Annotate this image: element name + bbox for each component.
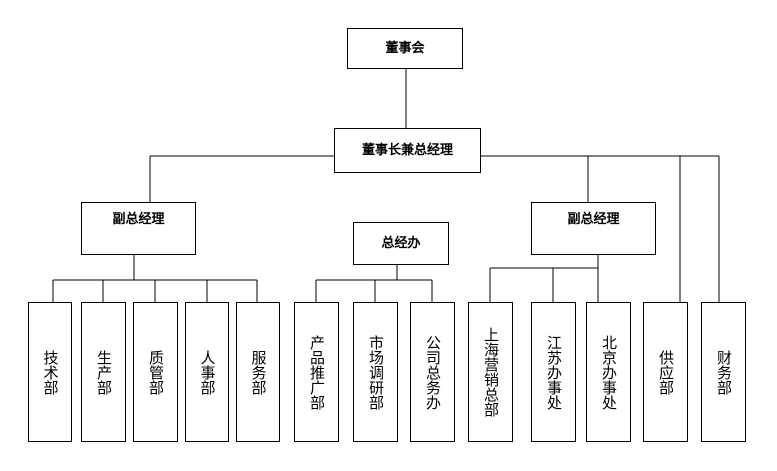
dept-market-research-box: 市场调研部 [353,302,398,442]
dept-supply-label: 供应部 [657,349,675,395]
dept-finance-box: 财务部 [701,302,746,442]
vp-right-box: 副总经理 [531,202,656,255]
dept-supply-box: 供应部 [643,302,688,442]
dept-hr-label: 人事部 [198,349,217,395]
dept-jiangsu-office-box: 江苏办事处 [531,302,576,442]
gm-office-box: 总经办 [353,222,449,265]
board-label: 董事会 [385,41,425,56]
dept-tech-label: 技术部 [41,349,60,395]
dept-tech-box: 技术部 [28,302,72,442]
dept-shanghai-sales-label: 上海营销总部 [482,327,500,417]
dept-quality-box: 质管部 [133,302,178,442]
dept-jiangsu-office-label: 江苏办事处 [545,334,563,410]
dept-beijing-office-box: 北京办事处 [586,302,631,442]
dept-general-affairs-box: 公司总务办 [410,302,455,442]
dept-promotion-box: 产品推广部 [294,302,339,442]
chairman-gm-box: 董事长兼总经理 [334,128,481,173]
dept-market-research-label: 市场调研部 [367,334,385,410]
dept-production-box: 生产部 [81,302,126,442]
dept-service-label: 服务部 [249,349,268,395]
dept-production-label: 生产部 [95,349,113,395]
vp-right-label: 副总经理 [567,212,620,227]
dept-general-affairs-label: 公司总务办 [424,334,442,410]
dept-quality-label: 质管部 [147,349,165,395]
dept-finance-label: 财务部 [715,349,733,395]
board-box: 董事会 [347,28,463,69]
gm-office-label: 总经办 [381,236,421,251]
vp-left-label: 副总经理 [112,212,165,227]
chairman-gm-label: 董事长兼总经理 [361,143,453,158]
dept-shanghai-sales-box: 上海营销总部 [468,302,513,442]
dept-promotion-label: 产品推广部 [308,334,326,410]
dept-service-box: 服务部 [236,302,280,442]
dept-hr-box: 人事部 [185,302,229,442]
vp-left-box: 副总经理 [81,202,196,255]
dept-beijing-office-label: 北京办事处 [600,334,618,410]
